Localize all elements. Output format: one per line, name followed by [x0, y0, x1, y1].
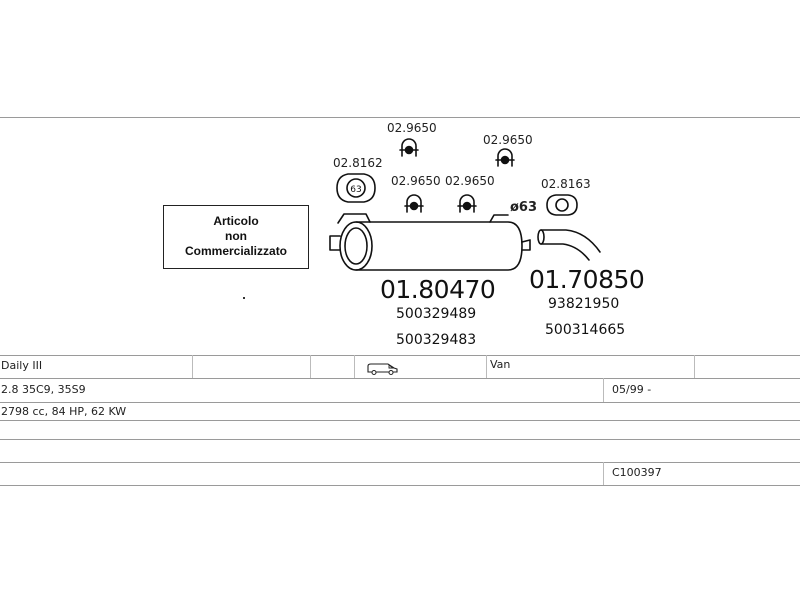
col-divider-1	[192, 355, 193, 378]
tailpipe-oem-2: 500314665	[545, 322, 626, 338]
van-icon	[367, 363, 398, 375]
silencer-oem-2: 500329483	[396, 332, 477, 348]
table-rule-3	[0, 402, 800, 403]
clamp-top-left-icon	[399, 138, 419, 157]
not-for-sale-notice: Articolo non Commercializzato	[163, 205, 309, 269]
silencer-icon	[329, 213, 531, 271]
vehicle-engine: 2798 cc, 84 HP, 62 KW	[1, 405, 127, 418]
gasket-right-label: 02.8163	[541, 177, 591, 191]
col-divider-7	[603, 462, 604, 485]
pipe-diameter-label: ø63	[510, 200, 538, 215]
table-rule-2	[0, 378, 800, 379]
dot-mark	[243, 297, 245, 299]
clamp-mid-right-icon	[457, 194, 477, 213]
clamp-top-left-label: 02.9650	[387, 121, 437, 135]
clamp-mid-right-label: 02.9650	[445, 174, 495, 188]
vehicle-date: 05/99 -	[612, 383, 652, 396]
vehicle-body-type: Van	[490, 358, 511, 371]
vehicle-model: Daily III	[1, 359, 43, 372]
col-divider-4	[486, 355, 487, 378]
clamp-mid-left-icon	[404, 194, 424, 213]
tailpipe-part-number: 01.70850	[529, 265, 645, 294]
col-divider-2	[310, 355, 311, 378]
silencer-oem-1: 500329489	[396, 306, 477, 322]
table-rule-7	[0, 485, 800, 486]
table-rule-4	[0, 420, 800, 421]
table-rule-5	[0, 439, 800, 440]
table-rule-6	[0, 462, 800, 463]
col-divider-5	[694, 355, 695, 378]
notice-line-1: Articolo	[213, 214, 259, 228]
clamp-top-right-icon	[495, 148, 515, 167]
tailpipe-icon	[537, 229, 601, 261]
gasket-left-size: 63	[350, 185, 361, 195]
notice-line-2: non	[225, 229, 247, 243]
col-divider-3	[354, 355, 355, 378]
col-divider-6	[603, 378, 604, 402]
vehicle-variant: 2.8 35C9, 35S9	[1, 383, 86, 396]
top-rule	[0, 117, 800, 118]
vehicle-ref: C100397	[612, 466, 662, 479]
silencer-part-number: 01.80470	[380, 275, 496, 304]
gasket-right-icon	[546, 194, 578, 216]
table-rule-1	[0, 355, 800, 356]
clamp-mid-left-label: 02.9650	[391, 174, 441, 188]
clamp-top-right-label: 02.9650	[483, 133, 533, 147]
gasket-left-label: 02.8162	[333, 156, 383, 170]
notice-line-3: Commercializzato	[184, 244, 288, 258]
tailpipe-oem-1: 93821950	[548, 296, 620, 312]
gasket-left-icon	[336, 173, 376, 203]
